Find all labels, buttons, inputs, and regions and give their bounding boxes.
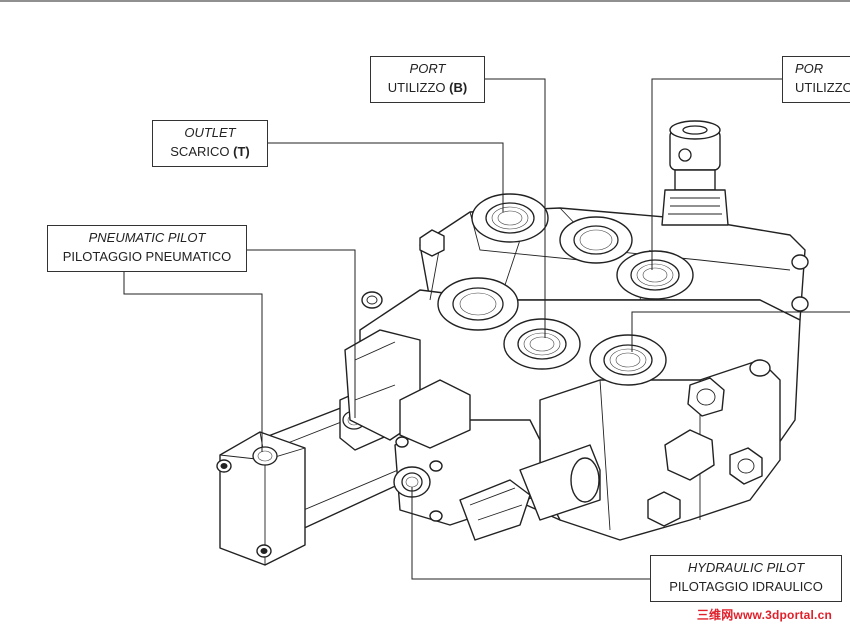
hex-nut-top-left [419, 229, 445, 257]
callout-pneumatic-it: PILOTAGGIO PNEUMATICO [62, 249, 232, 264]
callout-hydraulic-it: PILOTAGGIO IDRAULICO [669, 579, 823, 594]
callout-port-b-it: UTILIZZO (B) [371, 78, 484, 97]
callout-port-b-code: (B) [449, 80, 468, 95]
bolt-head-right [749, 254, 809, 377]
pneumatic-end-block [216, 431, 306, 566]
callout-outlet-code: (T) [233, 144, 250, 159]
callout-outlet-en: OUTLET [184, 125, 236, 140]
seal-plate [399, 379, 471, 449]
port-upper-center [559, 216, 633, 264]
callout-hydraulic-pilot: HYDRAULIC PILOT PILOTAGGIO IDRAULICO [650, 555, 842, 602]
hex-nut-right-4 [647, 491, 681, 527]
callout-outlet-it: SCARICO (T) [153, 142, 267, 161]
spool-shaft [519, 444, 601, 521]
relief-valve-cartridge [661, 120, 729, 226]
callout-hydraulic-en: HYDRAULIC PILOT [687, 560, 805, 575]
hex-nut-right-1 [687, 377, 725, 417]
callout-port-b-en: PORT [409, 61, 446, 76]
callout-pneumatic-pilot: PNEUMATIC PILOT PILOTAGGIO PNEUMATICO [47, 225, 247, 272]
hex-nut-right-3 [729, 447, 763, 485]
port-upper-right [616, 250, 694, 300]
callout-pneumatic-en: PNEUMATIC PILOT [88, 230, 206, 245]
port-outlet-t [471, 193, 549, 243]
watermark-text: 三维网www.3dportal.cn [696, 608, 832, 622]
port-lower-right [589, 334, 667, 386]
callout-port-a: POR UTILIZZO [782, 56, 850, 103]
callout-outlet: OUTLET SCARICO (T) [152, 120, 268, 167]
bolt-head-left [361, 291, 383, 309]
callout-port-a-en: POR [795, 61, 824, 76]
callout-port-a-it: UTILIZZO [795, 80, 850, 95]
callout-port-b: PORT UTILIZZO (B) [370, 56, 485, 103]
callout-port-b-it-text: UTILIZZO [387, 80, 446, 95]
port-lower-left [437, 277, 519, 331]
leader-lines [123, 78, 850, 580]
hex-nut-right-2 [664, 429, 715, 481]
callout-outlet-it-text: SCARICO [170, 144, 230, 159]
port-b [503, 318, 581, 370]
